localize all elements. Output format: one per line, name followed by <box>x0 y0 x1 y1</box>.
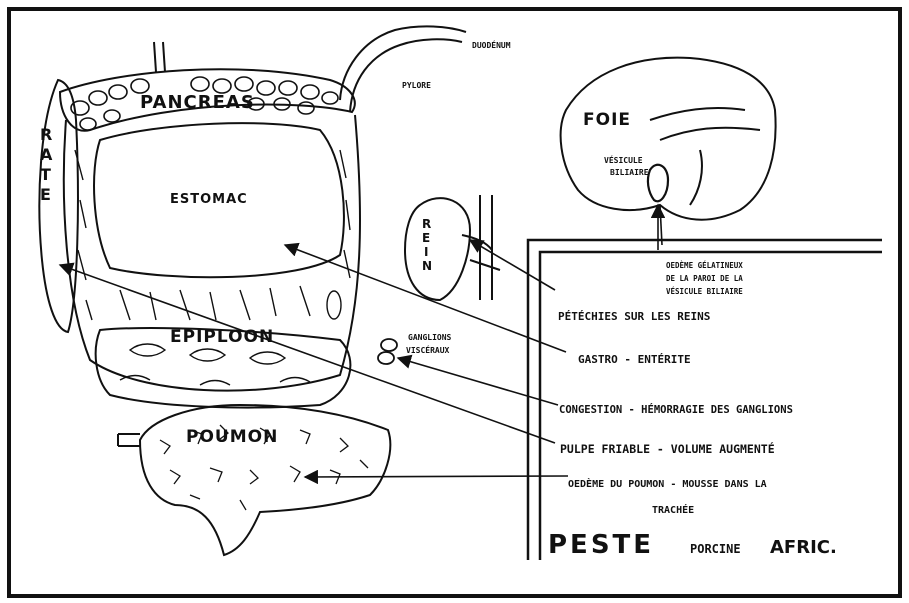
label-vesicule-1: VÉSICULE <box>604 154 643 165</box>
liver-shape <box>561 58 776 220</box>
label-rein-e: E <box>422 231 431 245</box>
title-peste: PESTE <box>548 530 654 560</box>
kidney-illustration <box>405 195 500 300</box>
label-pulpe: PULPE FRIABLE - VOLUME AUGMENTÉ <box>560 441 775 456</box>
label-oedeme-vesicule-2: DE LA PAROI DE LA <box>666 274 743 283</box>
label-gastro: GASTRO - ENTÉRITE <box>578 353 691 366</box>
lesion-labels: OEDÈME GÉLATINEUX DE LA PAROI DE LA VÉSI… <box>558 261 793 516</box>
title-block: PESTE PORCINE AFRIC. <box>548 530 837 560</box>
arrow-poumon <box>305 476 568 477</box>
label-rein-r: R <box>422 217 432 231</box>
label-vesicule-2: BILIAIRE <box>610 168 649 177</box>
label-rein-i: I <box>424 245 429 259</box>
label-epiploon: EPIPLOON <box>170 327 274 347</box>
label-rein-n: N <box>422 259 433 273</box>
kidney-shape <box>405 198 470 300</box>
gallbladder-shape <box>648 165 668 202</box>
label-oedeme-poumon-2: TRACHÉE <box>652 503 694 516</box>
label-foie: FOIE <box>583 110 631 130</box>
title-afric: AFRIC. <box>770 537 837 558</box>
label-ganglions-2: VISCÉRAUX <box>406 344 450 355</box>
label-oedeme-poumon-1: OEDÈME DU POUMON - MOUSSE DANS LA <box>568 477 767 490</box>
label-rate-a: A <box>40 145 53 164</box>
label-rate-e: E <box>40 185 52 204</box>
label-pylore: PYLORE <box>402 81 431 90</box>
label-rate-r: R <box>40 125 53 144</box>
label-congestion: CONGESTION - HÉMORRAGIE DES GANGLIONS <box>559 403 793 416</box>
label-estomac: ESTOMAC <box>170 192 248 207</box>
label-petechies: PÉTÉCHIES SUR LES REINS <box>558 310 710 323</box>
label-oedeme-vesicule-1: OEDÈME GÉLATINEUX <box>666 261 743 270</box>
label-rate-t: T <box>40 165 52 184</box>
label-pancreas: PANCREAS <box>140 92 255 113</box>
label-ganglions-1: GANGLIONS <box>408 333 452 342</box>
duodenum-tube <box>340 26 466 112</box>
arrow-congestion <box>398 358 558 405</box>
ganglia-illustration <box>378 339 397 364</box>
label-oedeme-vesicule-3: VÉSICULE BILIAIRE <box>666 287 743 296</box>
title-porcine: PORCINE <box>690 542 741 556</box>
label-poumon: POUMON <box>186 427 278 447</box>
label-duodenum: DUODÉNUM <box>472 39 511 50</box>
liver-illustration <box>561 58 776 245</box>
